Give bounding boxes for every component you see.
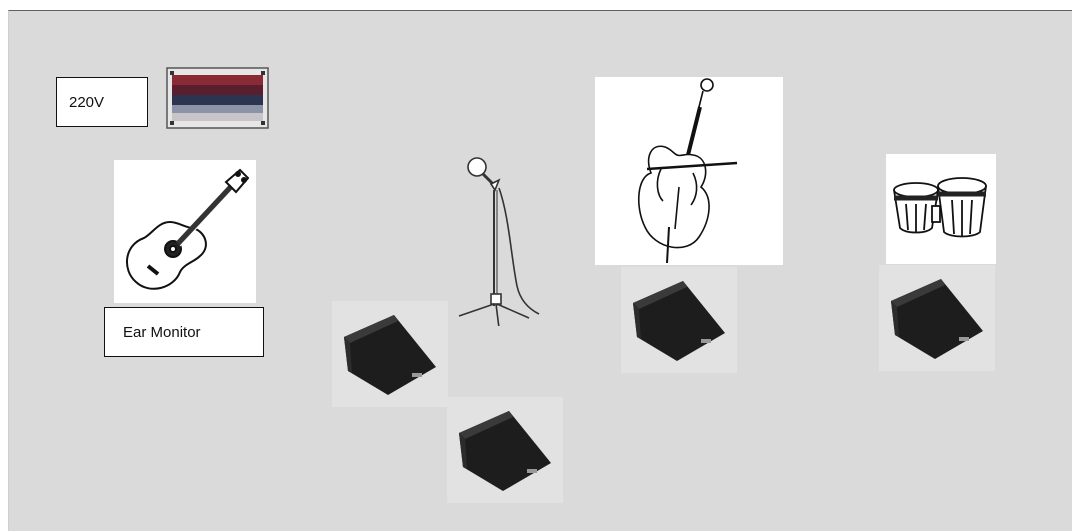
ear-monitor-label: Ear Monitor bbox=[123, 324, 201, 341]
power-label-box: 220V bbox=[56, 77, 148, 127]
stage-monitor-wedge-icon bbox=[332, 301, 448, 407]
microphone-stand-icon bbox=[439, 156, 549, 326]
stage-monitor-wedge-icon bbox=[447, 397, 563, 503]
stage-plot-canvas: 220V bbox=[8, 10, 1072, 531]
power-strip-icon bbox=[166, 67, 269, 129]
acoustic-guitar-icon bbox=[114, 160, 256, 303]
window-top-strip bbox=[0, 0, 1073, 10]
bongo-drums-icon bbox=[886, 154, 996, 264]
ear-monitor-label-box: Ear Monitor bbox=[104, 307, 264, 357]
stage-monitor-wedge-icon bbox=[621, 267, 737, 373]
cello-icon bbox=[595, 77, 783, 265]
power-label: 220V bbox=[69, 94, 104, 111]
stage-monitor-wedge-icon bbox=[879, 265, 995, 371]
